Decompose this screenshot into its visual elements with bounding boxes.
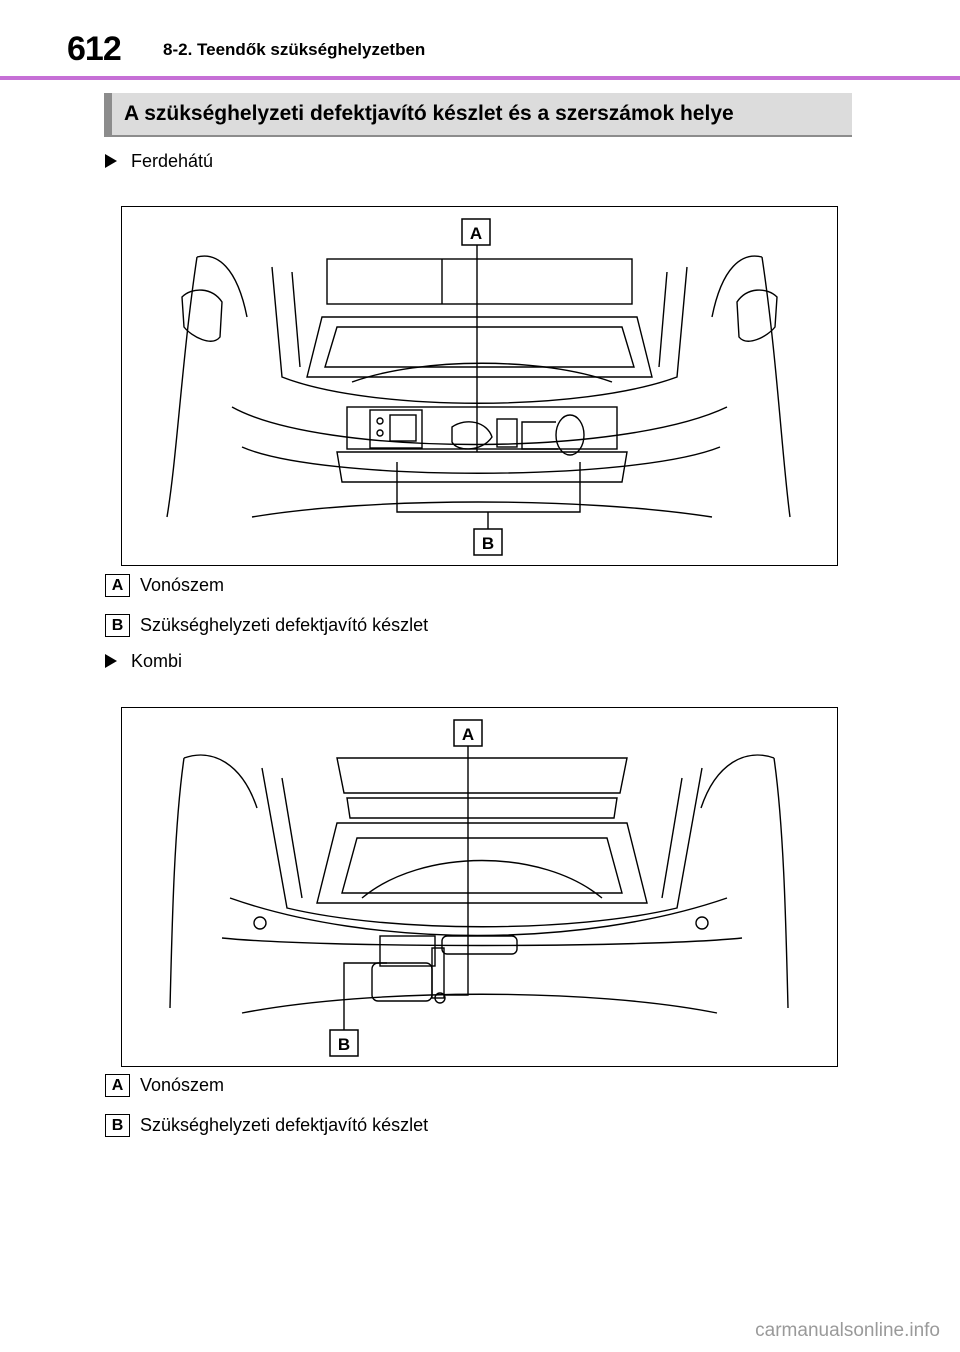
legend-key: A: [105, 573, 130, 597]
legend-item-a: A Vonószem: [105, 1072, 224, 1098]
running-head: 8-2. Teendők szükséghelyzetben: [163, 40, 426, 59]
legend-item-b: B Szükséghelyzeti defektjavító készlet: [105, 1112, 428, 1138]
header-rule: [0, 76, 960, 80]
variant-label: Kombi: [131, 650, 183, 671]
callout-b-label: B: [338, 1035, 350, 1054]
legend-key: A: [105, 1073, 130, 1097]
hatchback-trunk-figure: A B: [121, 206, 838, 566]
wagon-trunk-illustration: A B: [169, 719, 789, 1057]
wagon-trunk-figure: A B: [121, 707, 838, 1067]
watermark: carmanualsonline.info: [755, 1320, 940, 1341]
variant-heading-hatchback: Ferdehátú: [105, 148, 213, 174]
section-title: A szükséghelyzeti defektjavító készlet é…: [104, 93, 852, 137]
legend-key: B: [105, 613, 130, 637]
page-number: 612: [67, 30, 122, 68]
legend-item-a: A Vonószem: [105, 572, 224, 598]
triangle-bullet-icon: [105, 154, 117, 168]
triangle-bullet-icon: [105, 654, 117, 668]
legend-item-b: B Szükséghelyzeti defektjavító készlet: [105, 612, 428, 638]
legend-text: Szükséghelyzeti defektjavító készlet: [140, 614, 429, 635]
legend-key: B: [105, 1113, 130, 1137]
callout-a-label: A: [470, 224, 482, 243]
legend-text: Vonószem: [140, 1074, 225, 1095]
callout-b-label: B: [482, 534, 494, 553]
legend-text: Szükséghelyzeti defektjavító készlet: [140, 1114, 429, 1135]
legend-text: Vonószem: [140, 574, 225, 595]
variant-heading-wagon: Kombi: [105, 648, 182, 674]
hatchback-trunk-illustration: A B: [166, 218, 791, 556]
callout-a-label: A: [462, 725, 474, 744]
variant-label: Ferdehátú: [131, 150, 214, 171]
